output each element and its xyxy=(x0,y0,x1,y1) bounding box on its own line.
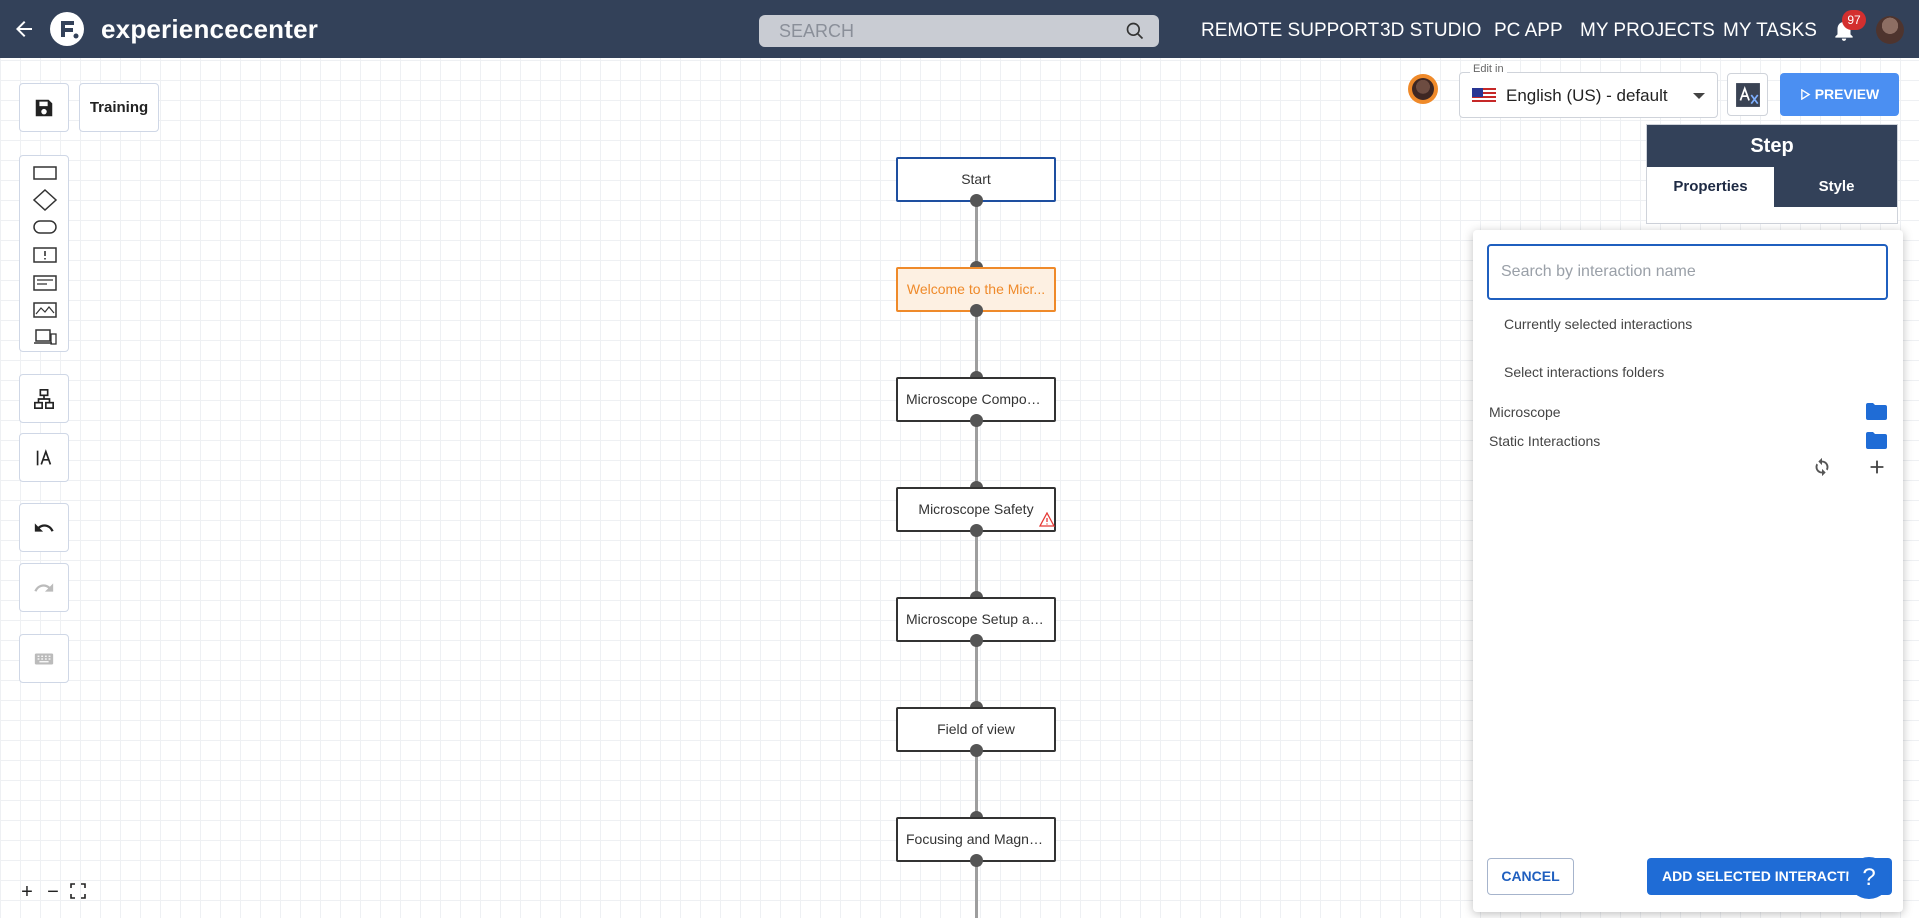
connector-handle[interactable] xyxy=(970,524,983,537)
connector-handle[interactable] xyxy=(970,414,983,427)
interaction-picker-dialog: Currently selected interactions Select i… xyxy=(1473,230,1903,912)
rectangle-shape-icon[interactable] xyxy=(32,162,58,184)
text-format-button[interactable] xyxy=(19,433,69,482)
us-flag-icon xyxy=(1472,88,1496,104)
language-value: English (US) - default xyxy=(1506,86,1668,105)
nav-3d-studio[interactable]: 3D STUDIO xyxy=(1380,20,1482,41)
plus-icon[interactable] xyxy=(1866,456,1888,478)
step-tabs: Properties Style xyxy=(1647,167,1897,207)
select-folders-link[interactable]: Select interactions folders xyxy=(1504,364,1665,380)
nav-remote-support[interactable]: REMOTE SUPPORT xyxy=(1201,20,1380,41)
connector-handle[interactable] xyxy=(970,634,983,647)
zoom-out-button[interactable]: − xyxy=(47,881,59,903)
warning-icon xyxy=(1039,512,1055,527)
translate-icon xyxy=(1736,83,1760,107)
save-icon xyxy=(35,99,53,117)
refresh-icon[interactable] xyxy=(1811,456,1833,478)
zoom-in-button[interactable]: + xyxy=(21,881,33,903)
search-icon[interactable] xyxy=(1125,21,1145,41)
translate-button[interactable] xyxy=(1727,73,1768,116)
fit-view-icon[interactable] xyxy=(70,883,86,899)
folder-name: Microscope xyxy=(1489,404,1561,420)
rounded-shape-icon[interactable] xyxy=(32,216,58,238)
text-box-shape-icon[interactable] xyxy=(32,272,58,294)
folder-icon[interactable] xyxy=(1866,403,1887,420)
diamond-shape-icon[interactable] xyxy=(32,189,58,211)
play-icon xyxy=(1800,89,1811,100)
connector-handle[interactable] xyxy=(970,744,983,757)
redo-icon xyxy=(34,583,54,592)
collaborator-avatar[interactable] xyxy=(1408,74,1438,104)
help-icon[interactable]: ? xyxy=(1848,857,1890,899)
top-bar: experiencecenter REMOTE SUPPORT 3D STUDI… xyxy=(0,0,1919,58)
folder-icon[interactable] xyxy=(1866,432,1887,449)
keyboard-icon xyxy=(34,653,54,665)
chevron-down-icon xyxy=(1693,93,1705,99)
global-search[interactable] xyxy=(759,15,1159,47)
preview-label: PREVIEW xyxy=(1814,86,1880,102)
connector-handle[interactable] xyxy=(970,854,983,867)
nav-pc-app[interactable]: PC APP xyxy=(1494,20,1563,41)
back-arrow-icon[interactable] xyxy=(12,17,36,41)
shape-palette xyxy=(19,155,69,352)
connector-handle[interactable] xyxy=(970,304,983,317)
layout-icon xyxy=(34,389,54,409)
language-select[interactable]: English (US) - default xyxy=(1459,72,1718,118)
redo-button[interactable] xyxy=(19,563,69,612)
global-search-input[interactable] xyxy=(759,15,1099,47)
folder-item[interactable]: Microscope xyxy=(1487,402,1887,426)
undo-icon xyxy=(34,523,54,532)
folder-item[interactable]: Static Interactions xyxy=(1487,431,1887,455)
chart-shape-icon[interactable] xyxy=(32,299,58,321)
training-button[interactable]: Training xyxy=(79,83,159,132)
auto-layout-button[interactable] xyxy=(19,374,69,423)
currently-selected-link[interactable]: Currently selected interactions xyxy=(1504,316,1693,332)
app-logo[interactable] xyxy=(50,12,84,46)
folder-name: Static Interactions xyxy=(1489,433,1601,449)
tab-style[interactable]: Style xyxy=(1818,178,1855,195)
nav-my-tasks[interactable]: MY TASKS xyxy=(1723,20,1817,41)
step-panel: Step Properties Style xyxy=(1646,124,1898,224)
undo-button[interactable] xyxy=(19,503,69,552)
save-button[interactable] xyxy=(19,83,69,132)
flow-connector xyxy=(975,200,978,918)
user-avatar[interactable] xyxy=(1876,16,1904,44)
brand-name: experiencecenter xyxy=(101,14,319,44)
devices-shape-icon[interactable] xyxy=(32,326,58,348)
alert-shape-icon[interactable] xyxy=(32,244,58,266)
interaction-search-input[interactable] xyxy=(1489,246,1886,298)
keyboard-shortcuts-button[interactable] xyxy=(19,634,69,683)
cancel-button[interactable]: CANCEL xyxy=(1487,858,1574,895)
notification-badge: 97 xyxy=(1842,10,1866,30)
connector-handle[interactable] xyxy=(970,194,983,207)
text-icon xyxy=(36,449,52,466)
tab-properties[interactable]: Properties xyxy=(1647,167,1774,207)
step-panel-title: Step xyxy=(1647,125,1897,167)
nav-my-projects[interactable]: MY PROJECTS xyxy=(1580,20,1715,41)
flow-node-focusing-magnification[interactable]: Focusing and Magnifi... xyxy=(896,817,1056,862)
preview-button[interactable]: PREVIEW xyxy=(1780,73,1899,116)
interaction-search[interactable] xyxy=(1487,244,1888,300)
edit-in-label: Edit in xyxy=(1470,63,1507,75)
